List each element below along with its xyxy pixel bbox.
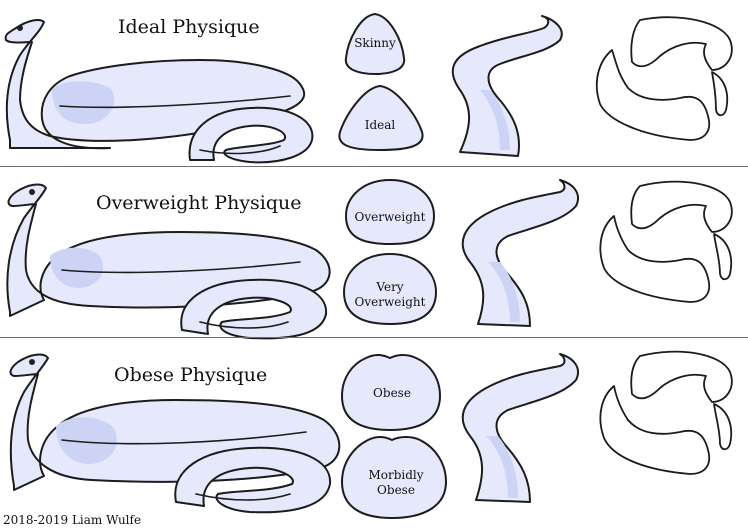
section-divider [0, 337, 748, 338]
cross-section-overweight [345, 179, 435, 245]
section-title-overweight: Overweight Physique [96, 192, 302, 214]
skull-obese [599, 350, 733, 475]
cross-section-obese [341, 354, 441, 431]
section-title-obese: Obese Physique [114, 364, 268, 386]
cross-section-label-skinny: Skinny [354, 36, 396, 50]
cross-section-label-overweight: Overweight [354, 210, 426, 224]
snake-ideal [4, 19, 314, 164]
spine-obese [461, 353, 579, 503]
cross-section-label-morbidly-obese: Morbidly Obese [368, 468, 424, 497]
skull-ideal [595, 16, 733, 141]
cross-section-ideal [338, 85, 424, 151]
spine-ideal [451, 15, 563, 157]
credit-text: 2018-2019 Liam Wulfe [3, 513, 142, 527]
cross-section-morbidly-obese [341, 436, 447, 519]
cross-section-label-ideal: Ideal [364, 118, 396, 132]
cross-section-label-obese: Obese [373, 386, 411, 400]
spine-overweight [461, 179, 579, 327]
cross-section-label-very-overweight: Very Overweight [354, 280, 426, 309]
cross-section-very-overweight [343, 253, 437, 325]
snake-obese [9, 353, 341, 514]
section-title-ideal: Ideal Physique [118, 16, 260, 38]
skull-overweight [599, 180, 733, 303]
snake-overweight [6, 183, 331, 340]
cross-section-skinny [344, 13, 406, 75]
section-divider [0, 166, 748, 167]
